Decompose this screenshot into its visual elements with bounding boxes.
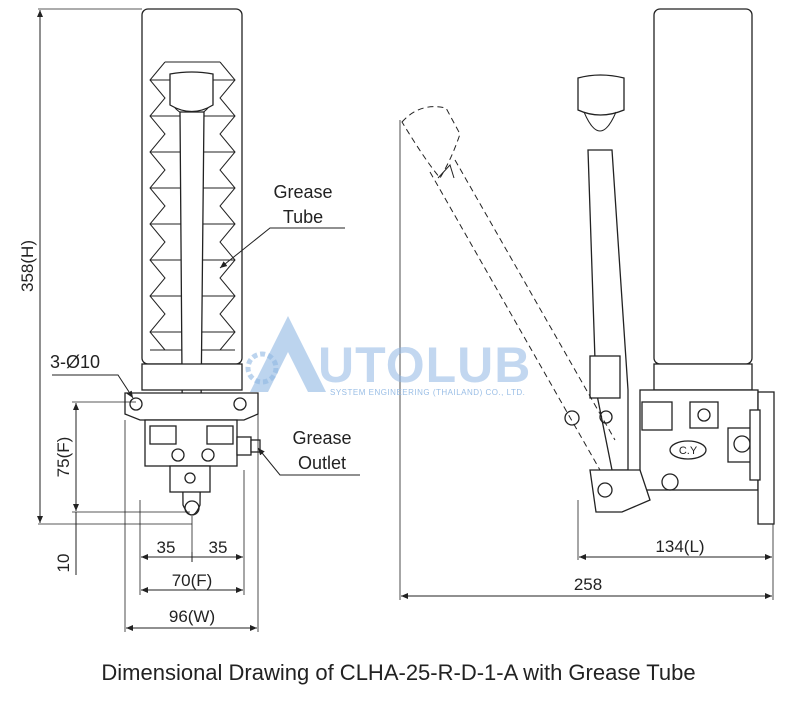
mount-flange: [124, 392, 259, 421]
watermark-brand: UTOLUB: [318, 337, 531, 393]
label-grease-outlet-1: Grease: [292, 428, 351, 448]
leader-grease-tube: [219, 227, 345, 269]
dim-height: 358(H): [18, 240, 37, 292]
watermark-logo-icon: [250, 316, 326, 392]
dim-f-vertical: 75(F): [54, 437, 73, 478]
dim-offset: 10: [54, 554, 73, 573]
dim-f-horizontal: 70(F): [172, 571, 213, 590]
dim-half-right: 35: [209, 538, 228, 557]
side-grease-tube: [653, 8, 753, 365]
dim-half-left: 35: [157, 538, 176, 557]
leader-mount-holes: [52, 374, 134, 399]
watermark-tagline: SYSTEM ENGINEERING (THAILAND) CO., LTD.: [330, 388, 525, 397]
outlet-fitting: [236, 436, 252, 456]
handle-grip: [169, 71, 214, 113]
label-mount-holes: 3-Ø10: [50, 352, 100, 372]
leader-grease-outlet: [257, 447, 360, 476]
front-view: [38, 8, 261, 632]
dim-width: 96(W): [169, 607, 215, 626]
watermark: UTOLUB SYSTEM ENGINEERING (THAILAND) CO.…: [245, 316, 531, 397]
front-dimensions: [37, 10, 360, 631]
label-grease-tube-1: Grease: [273, 182, 332, 202]
dim-length: 134(L): [655, 537, 704, 556]
label-grease-tube-2: Tube: [283, 207, 323, 227]
tube-base: [141, 363, 243, 391]
cy-badge-text: C.Y: [679, 445, 698, 457]
side-dimensions: [401, 554, 772, 599]
pump-body: [144, 419, 238, 467]
figure-caption: Dimensional Drawing of CLHA-25-R-D-1-A w…: [101, 660, 696, 685]
dim-total: 258: [574, 575, 602, 594]
side-view: [399, 8, 775, 600]
side-handle-grip: [577, 74, 625, 116]
label-grease-outlet-2: Outlet: [298, 453, 346, 473]
cy-badge: [669, 440, 707, 460]
tilted-handle: [401, 106, 616, 471]
